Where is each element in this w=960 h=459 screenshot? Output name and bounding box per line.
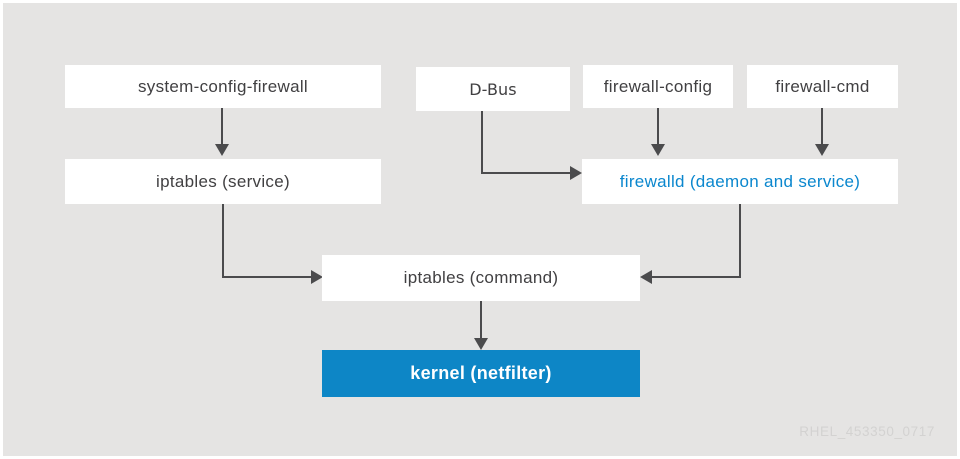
arrow-line xyxy=(481,172,570,174)
arrow-line xyxy=(657,108,659,144)
box-label-system-config-firewall: system-config-firewall xyxy=(137,76,309,96)
arrow-line xyxy=(652,276,741,278)
box-kernel-netfilter: kernel (netfilter) xyxy=(322,350,640,397)
arrowhead-down xyxy=(474,338,488,350)
box-firewall-cmd: firewall-cmd xyxy=(747,65,898,108)
arrow-line xyxy=(480,301,482,339)
arrowhead-down xyxy=(651,144,665,156)
box-label-firewalld: firewalld (daemon and service) xyxy=(619,171,861,191)
figure-watermark: RHEL_453350_0717 xyxy=(799,424,935,439)
arrowhead-down xyxy=(815,144,829,156)
box-iptables-command: iptables (command) xyxy=(322,255,640,301)
arrow-line xyxy=(222,204,224,278)
arrowhead-down xyxy=(215,144,229,156)
arrow-line xyxy=(739,204,741,278)
box-firewall-config: firewall-config xyxy=(583,65,733,108)
arrow-line xyxy=(481,111,483,174)
arrow-line xyxy=(821,108,823,144)
box-iptables-service: iptables (service) xyxy=(65,159,381,204)
box-label-kernel-netfilter: kernel (netfilter) xyxy=(410,363,552,383)
arrow-line xyxy=(221,108,223,144)
arrowhead-right xyxy=(311,270,323,284)
box-label-firewall-config: firewall-config xyxy=(603,76,713,96)
box-label-firewall-cmd: firewall-cmd xyxy=(775,76,870,96)
box-dbus: D-Bus xyxy=(416,67,570,111)
arrowhead-right xyxy=(570,166,582,180)
box-label-iptables-command: iptables (command) xyxy=(403,268,559,287)
box-firewalld: firewalld (daemon and service) xyxy=(582,159,898,204)
arrow-line xyxy=(222,276,311,278)
arrowhead-left xyxy=(640,270,652,284)
box-label-iptables-service: iptables (service) xyxy=(156,171,290,191)
box-label-dbus: D-Bus xyxy=(469,79,517,99)
box-system-config-firewall: system-config-firewall xyxy=(65,65,381,108)
